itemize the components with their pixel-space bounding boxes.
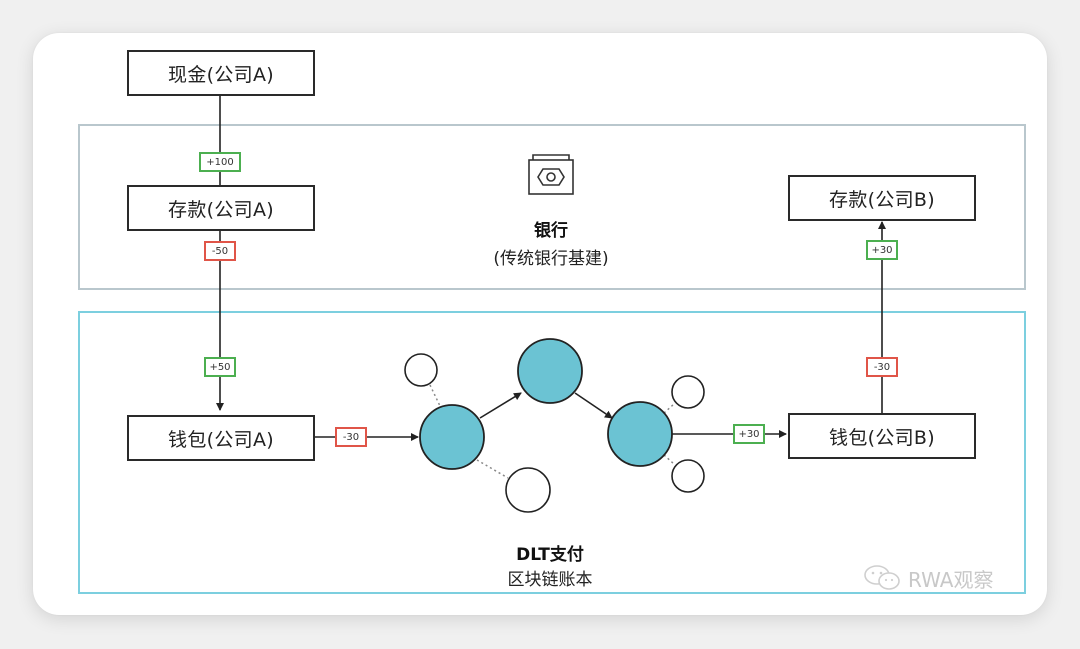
amount-badge-minus-30-b: -30 [866,357,898,377]
bank-title: 银行 [534,221,568,241]
amount-badge-minus-30-a: -30 [335,427,367,447]
wallet-company-a-box: 钱包(公司A) [127,415,315,461]
bank-subtitle: (传统银行基建) [493,249,609,269]
bank-panel [78,124,1026,290]
diagram-card [33,33,1047,615]
wallet-company-b-label: 钱包(公司B) [829,426,935,449]
watermark: RWA观察 [862,563,993,593]
amount-badge-plus-50: +50 [204,357,236,377]
dotted-link [476,459,509,479]
line-node1-to-node2 [479,392,522,419]
cash-company-a-box: 现金(公司A) [127,50,315,96]
ledger-node-2 [517,338,583,404]
banknote-icon [528,154,574,195]
peer-node [671,459,705,493]
dotted-link [663,403,675,414]
dlt-panel [78,311,1026,594]
amount-badge-minus-50: -50 [204,241,236,261]
deposit-company-a-label: 存款(公司A) [168,198,274,221]
deposit-company-b-box: 存款(公司B) [788,175,976,221]
deposit-company-b-label: 存款(公司B) [829,188,935,211]
deposit-company-a-box: 存款(公司A) [127,185,315,231]
dotted-link [663,454,675,465]
ledger-node-1 [419,404,485,470]
wechat-icon [864,565,900,590]
peer-node [404,353,438,387]
dlt-title: DLT支付 [516,545,584,565]
ledger-node-3 [607,401,673,467]
amount-badge-plus-100: +100 [199,152,241,172]
wallet-company-b-box: 钱包(公司B) [788,413,976,459]
watermark-text: RWA观察 [908,567,994,592]
peer-node [671,375,705,409]
wallet-company-a-label: 钱包(公司A) [168,428,274,451]
cash-company-a-label: 现金(公司A) [168,63,274,86]
dotted-link [429,384,441,407]
peer-node [505,467,551,513]
dlt-subtitle: 区块链账本 [507,570,593,590]
amount-badge-plus-30-deposit: +30 [866,240,898,260]
line-node2-to-node3 [574,392,613,419]
amount-badge-plus-30-b: +30 [733,424,765,444]
